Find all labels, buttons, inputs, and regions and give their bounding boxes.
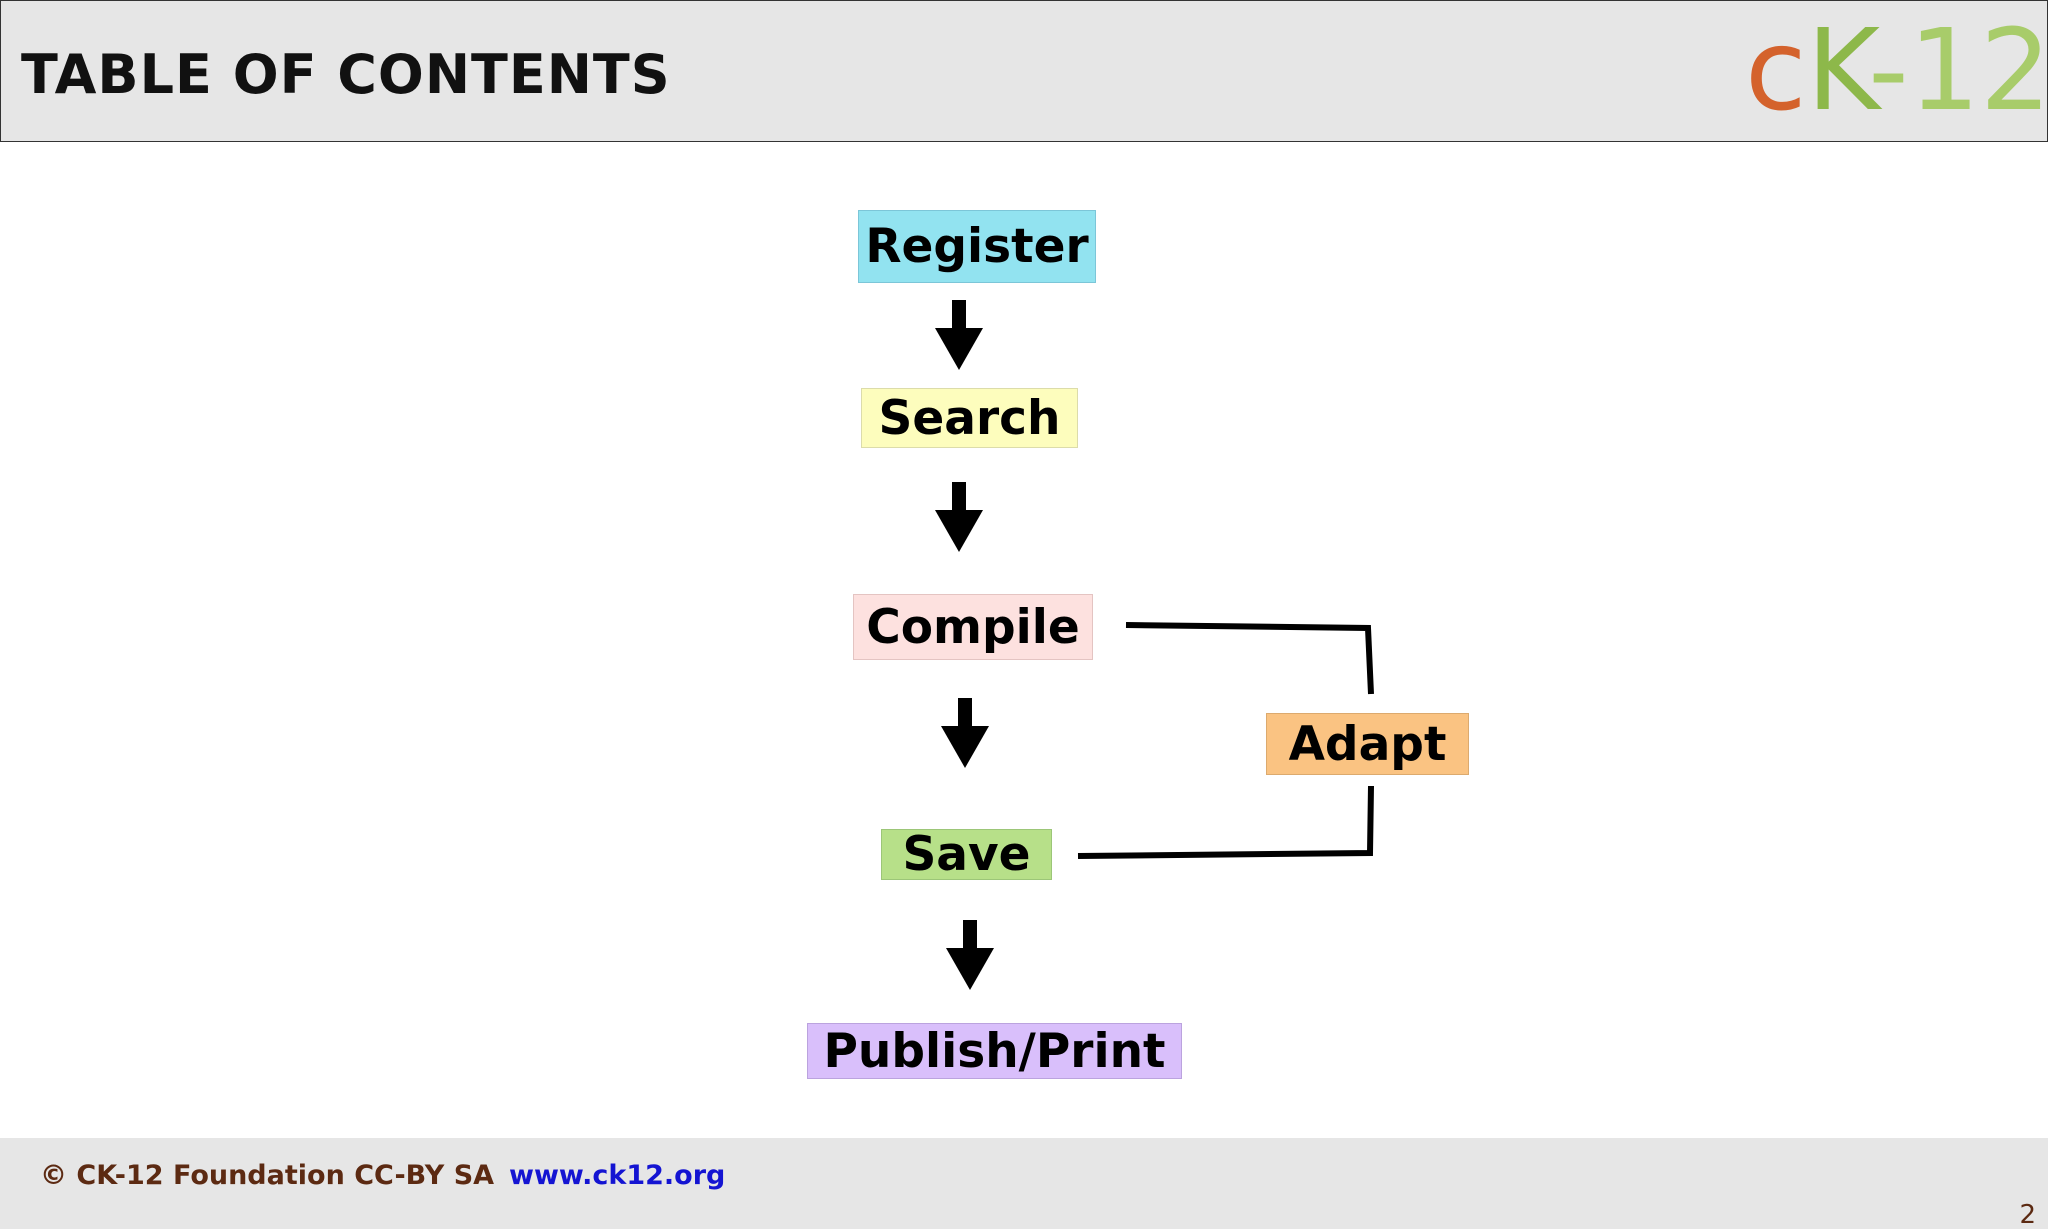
- step-search: Search: [861, 388, 1078, 448]
- arrow-search-compile: [935, 482, 983, 552]
- page-number: 2: [2019, 1200, 2036, 1230]
- connector-compile-adapt: [1125, 622, 1374, 695]
- logo-dash-12: -12: [1868, 6, 2048, 136]
- arrow-compile-save: [941, 698, 989, 768]
- connector-adapt-save: [1077, 785, 1374, 859]
- footer-bar: [0, 1138, 2048, 1229]
- step-register: Register: [858, 210, 1096, 283]
- step-publish-print: Publish/Print: [807, 1023, 1182, 1079]
- website-link[interactable]: www.ck12.org: [509, 1160, 726, 1191]
- step-adapt: Adapt: [1266, 713, 1469, 775]
- ck12-logo: cK-12: [1745, 6, 2048, 136]
- logo-c: c: [1745, 6, 1807, 136]
- copyright-text: © CK-12 Foundation CC-BY SA: [40, 1160, 495, 1191]
- step-compile: Compile: [853, 594, 1093, 660]
- step-save: Save: [881, 827, 1052, 882]
- arrow-register-search: [935, 300, 983, 370]
- arrow-save-publish: [946, 920, 994, 990]
- logo-text: cK-12: [1745, 6, 2048, 136]
- page-title: TABLE OF CONTENTS: [21, 43, 671, 106]
- header-bar: TABLE OF CONTENTS cK-12: [0, 0, 2048, 142]
